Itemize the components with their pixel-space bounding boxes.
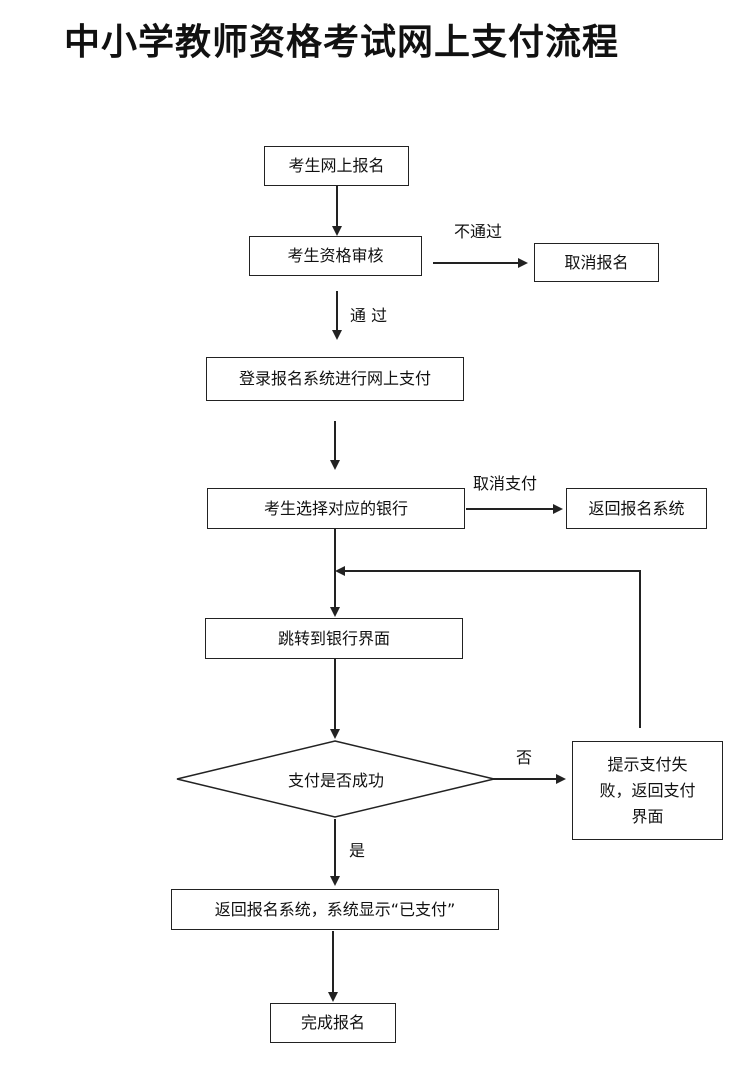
step-back-to-system: 返回报名系统: [566, 488, 707, 529]
edge-label-no: 否: [516, 748, 533, 767]
step-register: 考生网上报名: [264, 146, 409, 186]
step-payment-failed: 提示支付失 败，返回支付 界面: [572, 741, 723, 840]
edge-label-yes: 是: [349, 841, 366, 860]
step-login-pay: 登录报名系统进行网上支付: [206, 357, 464, 401]
step-cancel-registration: 取消报名: [534, 243, 659, 282]
step-return-paid: 返回报名系统，系统显示“已支付”: [171, 889, 499, 930]
step-complete: 完成报名: [270, 1003, 396, 1043]
step-bank-page: 跳转到银行界面: [205, 618, 463, 659]
edge-label-pass: 通 过: [350, 306, 388, 325]
payment-failed-line-3: 界面: [631, 806, 664, 826]
edge-label-cancel-payment: 取消支付: [473, 474, 538, 493]
step-choose-bank: 考生选择对应的银行: [207, 488, 465, 529]
arrow-fail-loop-back: [335, 566, 641, 728]
step-review: 考生资格审核: [249, 236, 422, 276]
decision-payment-success-label: 支付是否成功: [287, 771, 384, 790]
edge-label-not-pass: 不通过: [454, 222, 503, 241]
page-title: 中小学教师资格考试网上支付流程: [64, 21, 620, 63]
payment-failed-line-2: 败，返回支付: [599, 780, 696, 800]
decision-diamond-payment-success: [176, 740, 495, 818]
payment-failed-line-1: 提示支付失: [607, 754, 688, 774]
